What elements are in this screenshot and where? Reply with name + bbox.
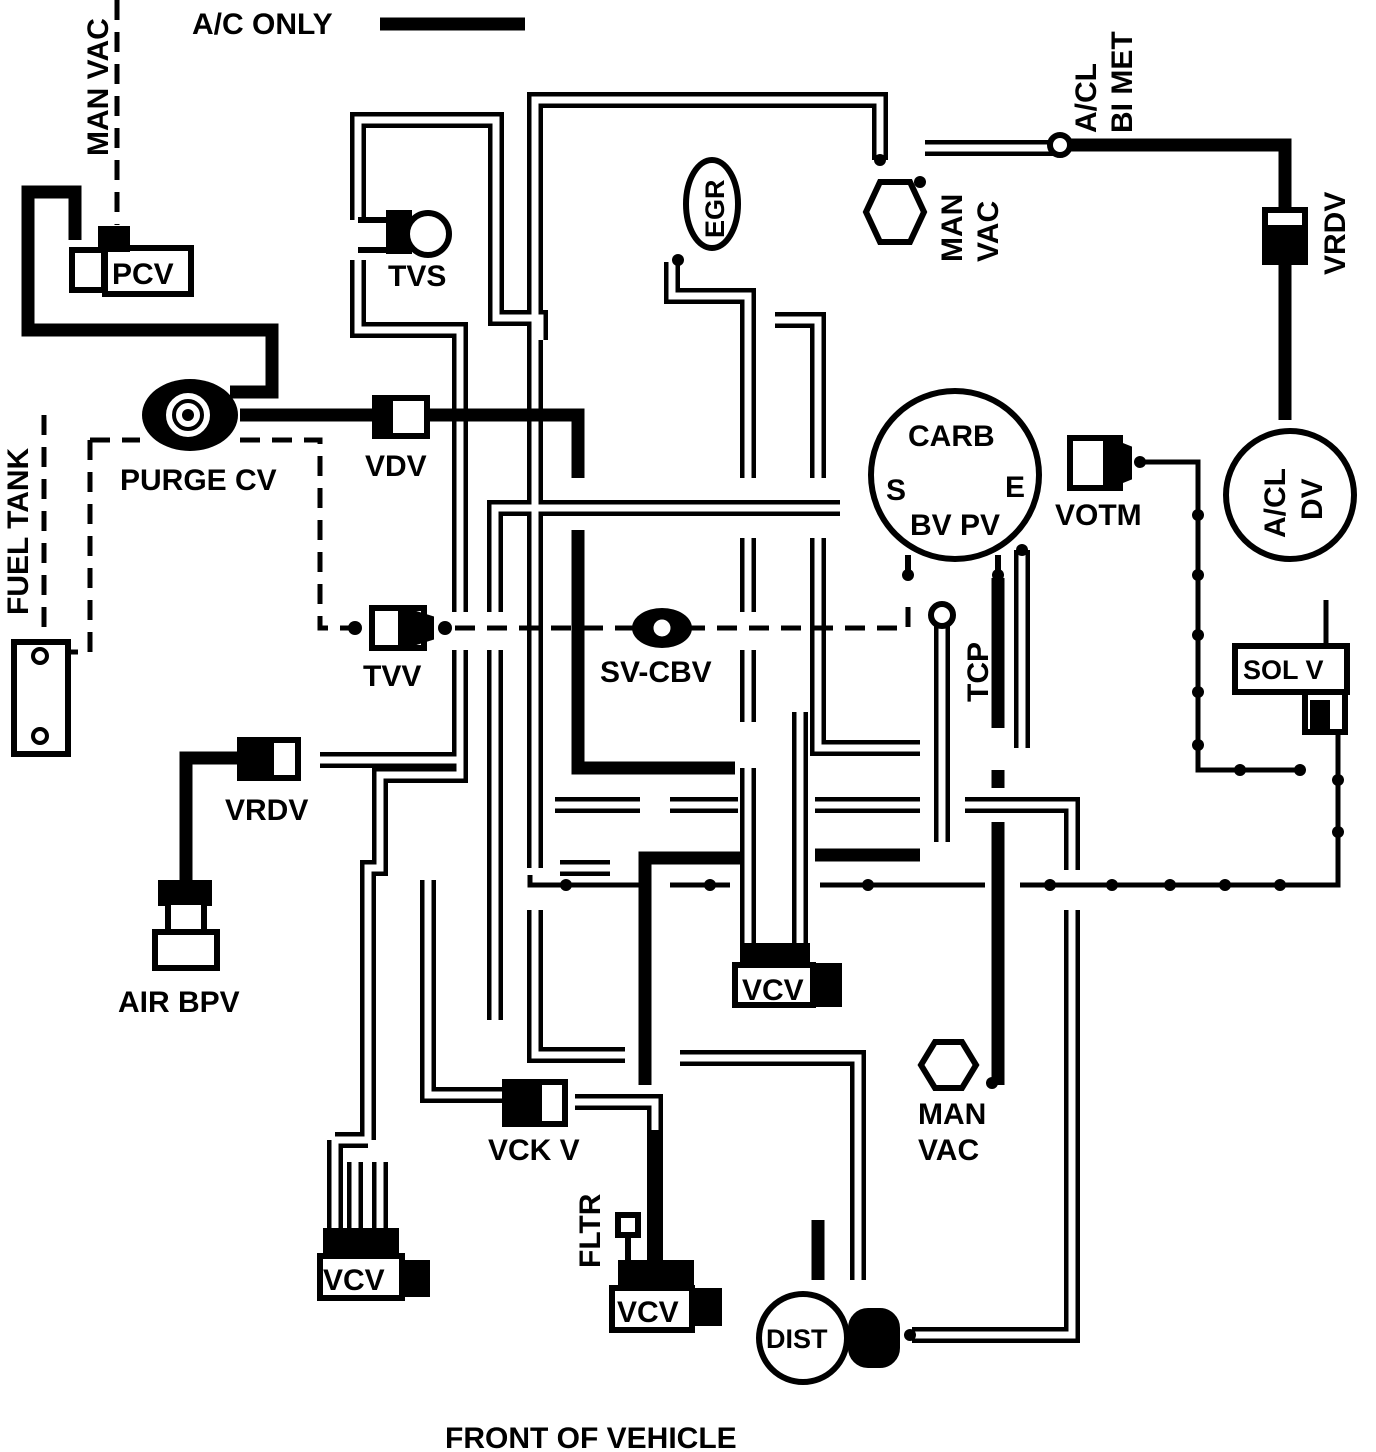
vck-v-valve [502, 1079, 568, 1127]
acl-dv [1223, 428, 1357, 562]
man-vac-bottom-label-1: MAN [918, 1098, 986, 1131]
dist-label: DIST [766, 1324, 828, 1354]
votm-label: VOTM [1055, 499, 1142, 532]
man-vac-right-label-2: VAC [972, 201, 1005, 262]
distributor [756, 1291, 916, 1385]
acl-dv-label-1: A/CL [1259, 468, 1292, 538]
air-bpv-label: AIR BPV [118, 986, 240, 1019]
vrdv-right-label: VRDV [1319, 192, 1352, 275]
fuel-tank [11, 639, 71, 757]
carb-label: CARB [908, 420, 995, 453]
labels: A/C ONLY MAN VAC PCV TVS EGR A/CL BI MET… [2, 8, 1352, 1452]
air-bpv [152, 880, 220, 971]
sv-cbv-valve [632, 608, 692, 648]
fltr-label: FLTR [574, 1193, 607, 1268]
egr-valve [672, 157, 741, 266]
solid-lines [21, 17, 1292, 1280]
carb [868, 388, 1042, 581]
acl-bi-met-connector [1047, 132, 1073, 158]
carb-e-label: E [1005, 471, 1025, 504]
tvs-valve [358, 210, 452, 258]
sv-cbv-label: SV-CBV [600, 656, 712, 689]
vcv-mid-valve [609, 1260, 722, 1333]
purge-cv-label: PURGE CV [120, 464, 277, 497]
legend-ac-only-label: A/C ONLY [192, 8, 333, 41]
pcv-label: PCV [112, 258, 174, 291]
vrdv-left [237, 737, 301, 781]
dashed-lines [41, 0, 911, 655]
sol-v [1232, 643, 1350, 735]
tvv-label: TVV [363, 660, 421, 693]
vcv-mid-label: VCV [617, 1296, 679, 1329]
purge-cv [142, 379, 238, 451]
acl-dv-label-2: DV [1296, 478, 1329, 520]
tvs-label: TVS [388, 260, 446, 293]
vcv-center-valve [732, 943, 842, 1008]
acl-bi-met-label-1: A/CL [1070, 63, 1103, 133]
vck-v-label: VCK V [488, 1134, 580, 1167]
vrdv-right [1262, 207, 1308, 265]
vdv-label: VDV [365, 450, 427, 483]
man-vac-top-label: MAN VAC [82, 18, 115, 156]
fuel-tank-label: FUEL TANK [2, 447, 35, 615]
votm [1067, 435, 1146, 491]
pcv-valve [69, 226, 194, 297]
acl-bi-met-label-2: BI MET [1106, 31, 1139, 133]
vacuum-hoses [320, 92, 1080, 1343]
vcv-left-label: VCV [323, 1264, 385, 1297]
vcv-center-label: VCV [742, 974, 804, 1007]
egr-label: EGR [700, 179, 730, 238]
vcv-left-valve [317, 1228, 430, 1301]
vdv-valve [372, 395, 430, 439]
carb-bv-pv-label: BV PV [910, 509, 1000, 542]
carb-s-label: S [886, 474, 906, 507]
man-vac-hex-top [862, 154, 928, 245]
tcp-label: TCP [962, 642, 995, 702]
ac-only-dots [418, 18, 1344, 891]
man-vac-bottom-label-2: VAC [918, 1134, 979, 1167]
sol-v-label: SOL V [1243, 655, 1324, 685]
tcp-sensor [928, 601, 956, 629]
vrdv-left-label: VRDV [225, 794, 308, 827]
man-vac-right-label-1: MAN [936, 194, 969, 262]
man-vac-hex-bottom [917, 1039, 998, 1091]
front-of-vehicle-label: FRONT OF VEHICLE [445, 1422, 737, 1452]
tvv-valve [348, 605, 452, 651]
filter [615, 1212, 641, 1265]
